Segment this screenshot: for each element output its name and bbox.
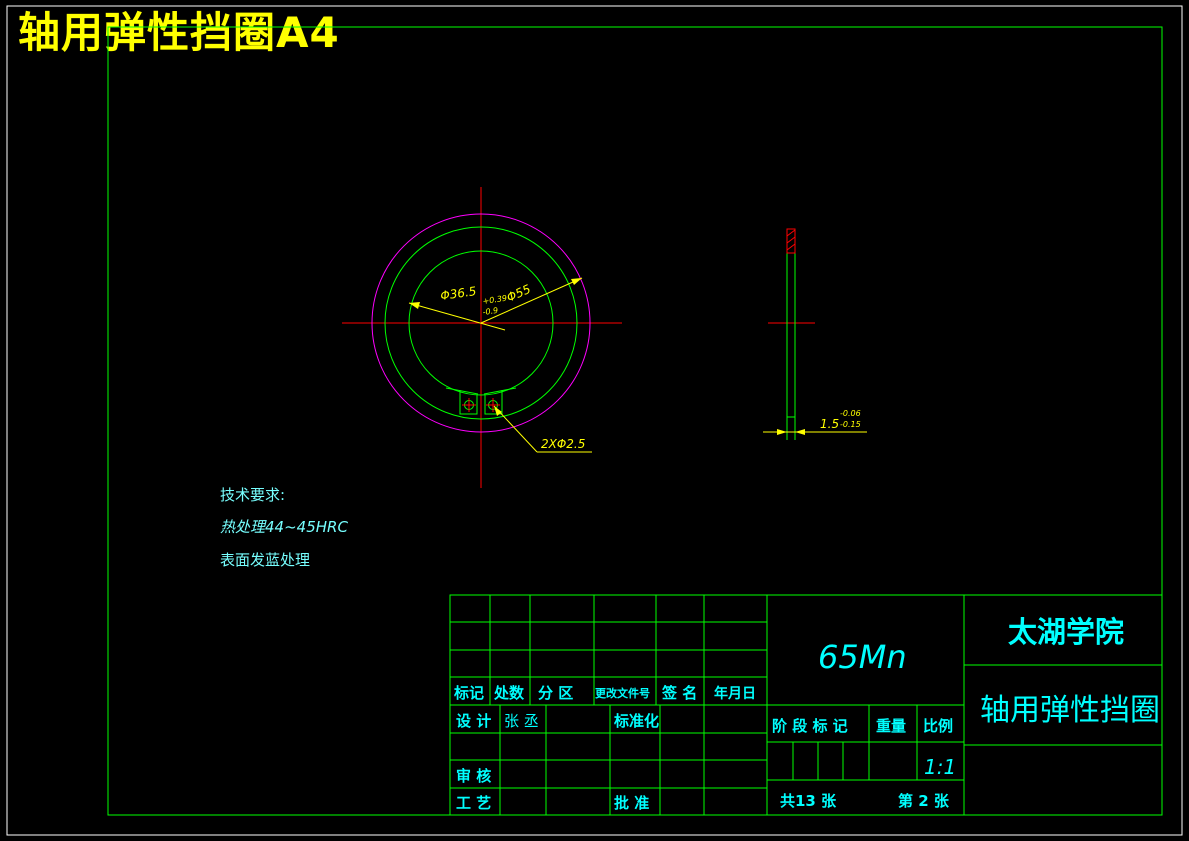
- part-name: 轴用弹性挡圈: [980, 693, 1160, 728]
- standardization-label: 标准化: [613, 712, 659, 730]
- inner-dia-leader: [408, 302, 506, 331]
- school-name: 太湖学院: [1008, 615, 1124, 649]
- rev-header-date: 年月日: [714, 685, 756, 702]
- hatch-line-2: [786, 236, 796, 244]
- inner-dia-text: Φ36.5: [439, 284, 477, 303]
- left-lug: [459, 390, 478, 415]
- sheets-total: 共13 张: [780, 792, 837, 810]
- title-block-text: 标记 处数 分 区 更改文件号 签 名 年月日 设 计 张 丞 标准化 审 核 …: [453, 615, 1160, 812]
- inner-dia-tol-lower: -0.9: [482, 306, 499, 317]
- review-label: 审 核: [456, 767, 491, 785]
- rev-header-zone: 分 区: [538, 684, 573, 702]
- hatch-line-3: [786, 243, 796, 251]
- thickness-tol-lower: -0.15: [840, 420, 861, 429]
- sheet-number: 第 2 张: [898, 792, 950, 810]
- side-hatched-section: [786, 228, 796, 254]
- rev-header-sign: 签 名: [661, 684, 697, 702]
- hole-dim-text: 2XΦ2.5: [541, 437, 585, 451]
- ring-inner-circle: [408, 250, 554, 396]
- design-label: 设 计: [456, 712, 491, 730]
- front-view-dimensions: Φ55 Φ36.5 +0.39 -0.9 2XΦ2.5: [408, 277, 592, 453]
- page-title: 轴用弹性挡圈A4: [18, 8, 340, 57]
- lug-inner-edge-right: [483, 387, 517, 395]
- thickness-tol-upper: -0.06: [840, 409, 861, 418]
- thickness-arrow-right: [795, 429, 805, 435]
- lug-inner-edge-left: [445, 387, 479, 395]
- rev-header-docno: 更改文件号: [595, 686, 650, 700]
- rev-header-mark: 标记: [453, 684, 484, 702]
- hole-leader: [493, 405, 538, 453]
- inner-dia-tol-upper: +0.39: [482, 294, 508, 306]
- phantom-shaft-circle: [371, 213, 591, 433]
- outer-dia-leader: [480, 277, 583, 324]
- title-block: [449, 594, 1163, 816]
- hole-leader-arrow: [494, 406, 502, 416]
- designer-name: 张 丞: [504, 712, 539, 730]
- tech-requirement-heat-treatment: 热处理44~45HRC: [220, 518, 348, 536]
- stage-label: 阶 段 标 记: [772, 717, 848, 735]
- weight-label: 重量: [876, 717, 906, 735]
- hatch-line-1: [786, 229, 796, 237]
- thickness-arrow-left: [777, 429, 787, 435]
- side-view: 1.5 -0.06 -0.15: [763, 228, 867, 440]
- right-lug: [484, 390, 503, 415]
- process-label: 工 艺: [456, 794, 491, 812]
- thickness-text: 1.5: [820, 417, 839, 431]
- inner-dia-arrow: [409, 302, 420, 309]
- tech-requirements-heading: 技术要求:: [220, 486, 286, 504]
- scale-value: 1:1: [924, 755, 956, 779]
- outer-dia-arrow: [571, 278, 582, 285]
- ring-outer-circle: [384, 226, 578, 420]
- scale-label: 比例: [923, 717, 953, 735]
- sheet-border: [6, 5, 1183, 836]
- rev-header-count: 处数: [493, 684, 525, 702]
- material-text: 65Mn: [818, 638, 907, 676]
- approve-label: 批 准: [614, 794, 649, 812]
- tech-requirement-surface: 表面发蓝处理: [220, 551, 311, 569]
